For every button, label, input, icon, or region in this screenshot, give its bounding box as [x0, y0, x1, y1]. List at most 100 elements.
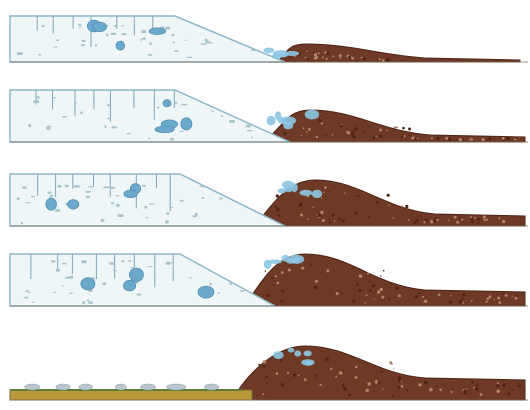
- sediment-grain: [494, 299, 495, 300]
- stage-panel-1: [10, 16, 528, 63]
- ice-boulder: [68, 200, 79, 210]
- ice-debris: [181, 104, 187, 106]
- ice-debris: [173, 42, 175, 44]
- sediment-grain: [374, 386, 375, 387]
- sediment-grain: [341, 124, 343, 126]
- sediment-grain: [469, 139, 470, 140]
- sediment-grain: [378, 58, 380, 60]
- ice-debris: [148, 54, 153, 56]
- sediment-grain: [330, 368, 332, 370]
- sediment-grain: [394, 297, 396, 299]
- sediment-grain: [457, 139, 459, 141]
- sediment-grain: [343, 387, 347, 391]
- sediment-grain: [445, 137, 448, 140]
- ice-debris: [200, 185, 205, 187]
- ice-debris: [208, 43, 214, 44]
- ice-boulder: [124, 190, 138, 198]
- sediment-grain: [487, 297, 490, 300]
- sediment-grain: [263, 360, 266, 363]
- sediment-grain: [322, 219, 325, 222]
- sediment-grain: [341, 293, 343, 295]
- sediment-grain: [392, 395, 394, 397]
- sediment-grain: [315, 280, 318, 283]
- ice-debris: [109, 262, 115, 264]
- ice-fragment: [281, 116, 296, 124]
- ice-debris: [116, 204, 119, 207]
- ice-debris: [88, 186, 94, 187]
- sediment-grain: [471, 300, 473, 302]
- ice-debris: [69, 276, 74, 279]
- ice-debris: [47, 126, 52, 127]
- ice-debris: [246, 125, 251, 128]
- sediment-grain: [276, 372, 279, 375]
- sediment-grain: [306, 131, 308, 133]
- ice-debris: [62, 116, 67, 118]
- sediment-grain: [489, 295, 492, 298]
- sediment-grain: [281, 125, 283, 127]
- ice-fragment: [273, 351, 284, 359]
- sediment-grain: [506, 138, 508, 140]
- ice-debris: [230, 282, 233, 285]
- ice-debris: [205, 39, 208, 42]
- ice-debris: [174, 50, 179, 52]
- sediment-grain: [466, 388, 467, 389]
- sediment-grain: [401, 381, 402, 382]
- ice-debris: [80, 112, 83, 114]
- sediment-grain: [484, 219, 486, 221]
- ice-debris: [212, 111, 214, 113]
- ice-debris: [56, 39, 59, 41]
- sediment-grain: [287, 372, 289, 374]
- ice-boulder: [149, 28, 166, 35]
- sediment-grain: [363, 58, 366, 61]
- ice-debris: [25, 202, 30, 203]
- sediment-grain: [377, 290, 380, 293]
- ice-debris: [35, 96, 39, 99]
- sediment-grain: [398, 386, 401, 389]
- ice-debris: [148, 138, 150, 140]
- sediment-grain: [348, 393, 351, 396]
- ice-debris: [149, 203, 154, 204]
- sediment-grain: [355, 366, 358, 369]
- ice-debris: [113, 270, 117, 271]
- ice-fragment: [294, 351, 301, 357]
- ice-fragment: [300, 190, 313, 196]
- ice-boulder: [116, 41, 125, 50]
- sediment-grain: [266, 294, 269, 297]
- sediment-grain: [346, 131, 347, 132]
- ice-boulder: [155, 126, 174, 133]
- sediment-grain: [415, 295, 418, 298]
- sediment-grain: [519, 137, 520, 138]
- sediment-grain: [288, 265, 289, 266]
- sediment-grain: [405, 205, 408, 208]
- sediment-grain: [418, 292, 420, 294]
- ice-debris: [189, 277, 193, 278]
- stage-panel-5: [10, 346, 528, 400]
- sediment-grain: [409, 135, 410, 136]
- sediment-grain: [352, 299, 355, 302]
- sediment-grain: [332, 134, 334, 136]
- sediment-grain: [398, 294, 401, 297]
- ice-debris: [62, 285, 64, 286]
- sediment-grain: [304, 378, 307, 381]
- ice-debris: [31, 196, 35, 198]
- sediment-grain: [459, 138, 462, 141]
- sediment-grain: [471, 381, 474, 384]
- sediment-grain: [258, 364, 260, 366]
- sediment-grain: [271, 277, 273, 279]
- sediment-grain: [382, 388, 384, 390]
- ice-debris: [53, 97, 56, 99]
- sediment-grain: [276, 282, 279, 285]
- sediment-grain: [386, 130, 388, 132]
- sediment-grain: [380, 275, 381, 276]
- sediment-grain: [347, 131, 350, 134]
- ice-debris: [201, 197, 204, 199]
- ice-debris: [32, 302, 34, 304]
- sediment-grain: [507, 393, 510, 396]
- ice-debris: [95, 44, 97, 46]
- ice-debris: [251, 137, 253, 139]
- sediment-grain: [477, 222, 479, 224]
- sediment-grain: [273, 285, 274, 286]
- sediment-grain: [276, 194, 279, 197]
- ice-fragment: [304, 351, 312, 357]
- sediment-grain: [326, 270, 329, 273]
